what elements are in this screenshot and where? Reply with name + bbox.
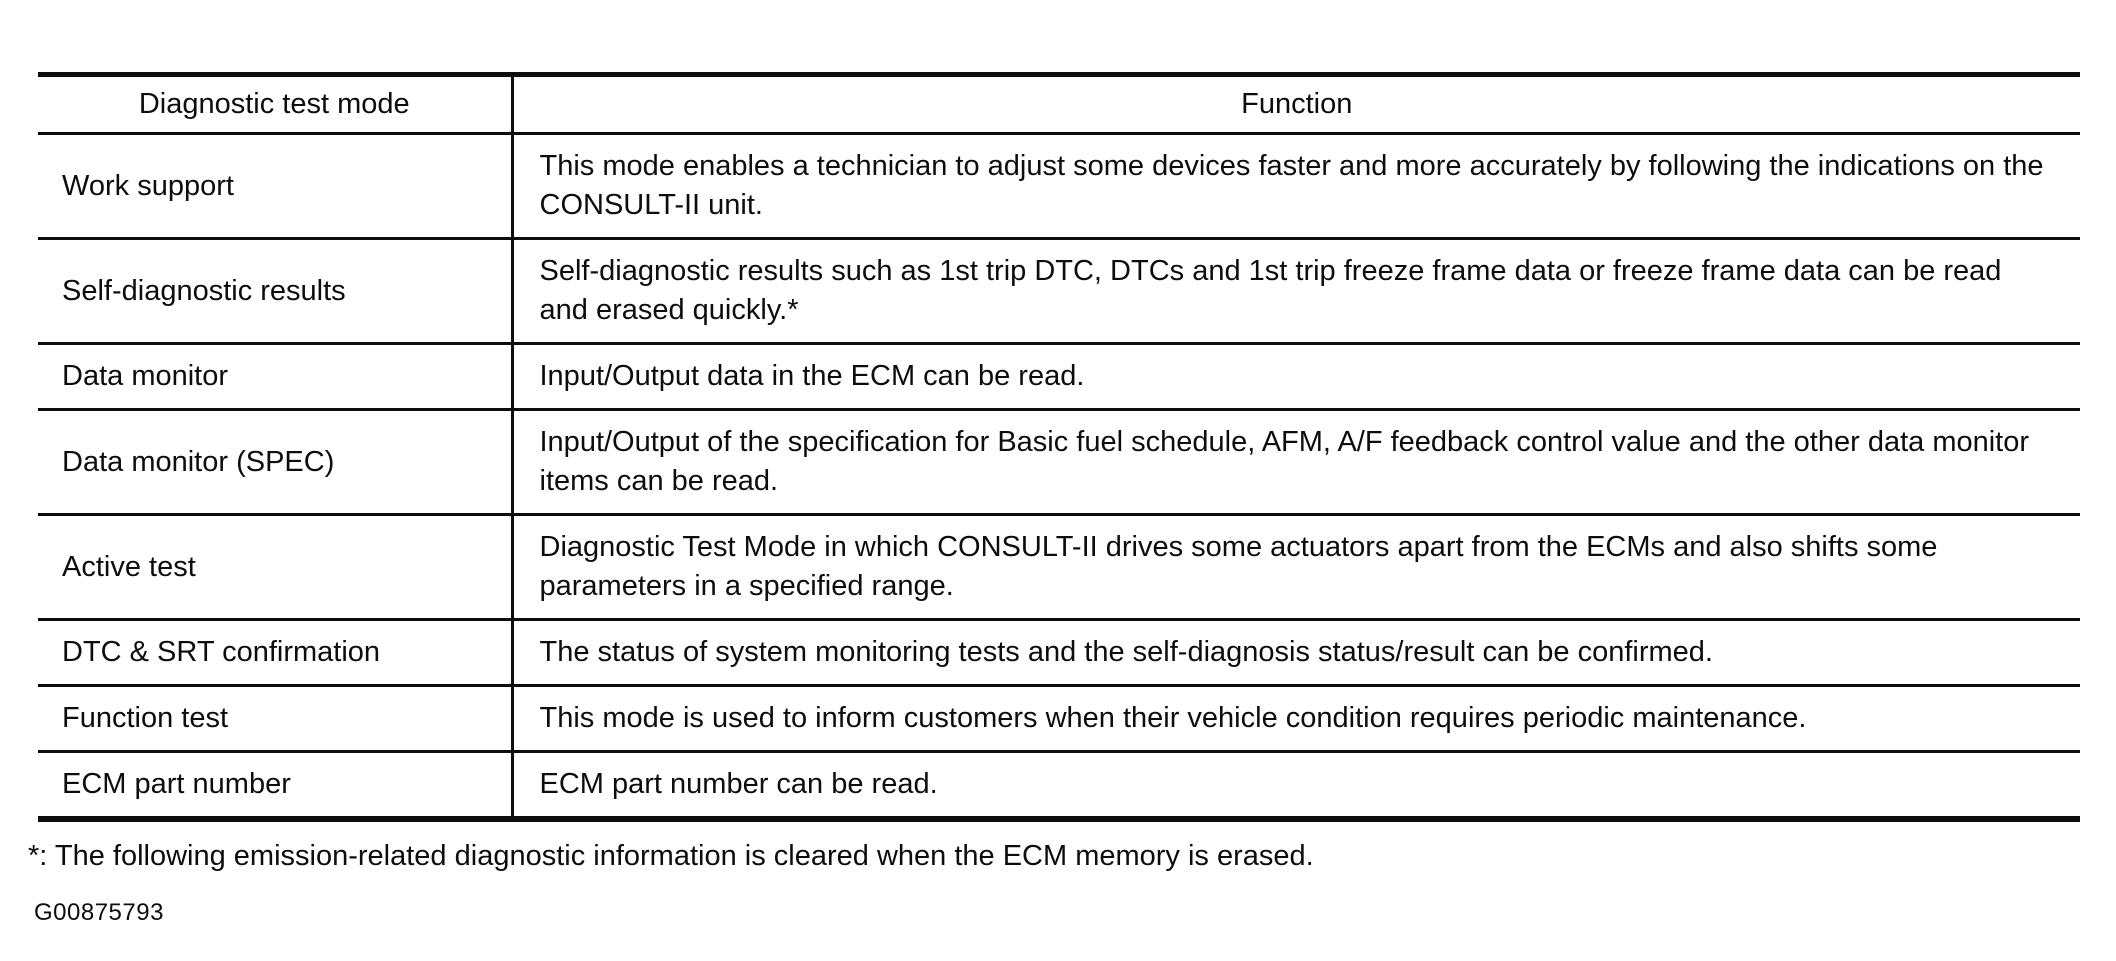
diagnostic-mode-cell: Work support	[38, 133, 514, 240]
function-cell: Diagnostic Test Mode in which CONSULT-II…	[512, 514, 2080, 621]
table-row: Data monitor (SPEC) Input/Output of the …	[38, 409, 2080, 516]
diagnostic-mode-cell: ECM part number	[38, 751, 514, 821]
column-header-function: Function	[512, 74, 2080, 135]
diagnostic-mode-cell: Self-diagnostic results	[38, 238, 514, 345]
diagnostic-test-mode-table: Diagnostic test mode Function Work suppo…	[38, 72, 2080, 822]
function-cell: Self-diagnostic results such as 1st trip…	[512, 238, 2080, 345]
function-cell: Input/Output of the specification for Ba…	[512, 409, 2080, 516]
diagnostic-mode-cell: Function test	[38, 685, 514, 753]
figure-code: G00875793	[34, 899, 164, 926]
table-row: DTC & SRT confirmation The status of sys…	[38, 619, 2080, 687]
diagnostic-mode-cell: DTC & SRT confirmation	[38, 619, 514, 687]
function-cell: Input/Output data in the ECM can be read…	[512, 343, 2080, 411]
function-cell: The status of system monitoring tests an…	[512, 619, 2080, 687]
table-row: ECM part number ECM part number can be r…	[38, 751, 2080, 821]
diagnostic-mode-cell: Data monitor (SPEC)	[38, 409, 514, 516]
table-header-row: Diagnostic test mode Function	[38, 74, 2080, 135]
function-cell: ECM part number can be read.	[512, 751, 2080, 821]
table-row: Function test This mode is used to infor…	[38, 685, 2080, 753]
diagnostic-mode-cell: Data monitor	[38, 343, 514, 411]
function-cell: This mode enables a technician to adjust…	[512, 133, 2080, 240]
table-row: Work support This mode enables a technic…	[38, 133, 2080, 240]
emission-footnote: *: The following emission-related diagno…	[28, 840, 1314, 872]
table-row: Data monitor Input/Output data in the EC…	[38, 343, 2080, 411]
diagnostic-mode-cell: Active test	[38, 514, 514, 621]
column-header-diagnostic-test-mode: Diagnostic test mode	[38, 74, 514, 135]
table-row: Self-diagnostic results Self-diagnostic …	[38, 238, 2080, 345]
function-cell: This mode is used to inform customers wh…	[512, 685, 2080, 753]
table-row: Active test Diagnostic Test Mode in whic…	[38, 514, 2080, 621]
table-body: Work support This mode enables a technic…	[38, 133, 2080, 821]
